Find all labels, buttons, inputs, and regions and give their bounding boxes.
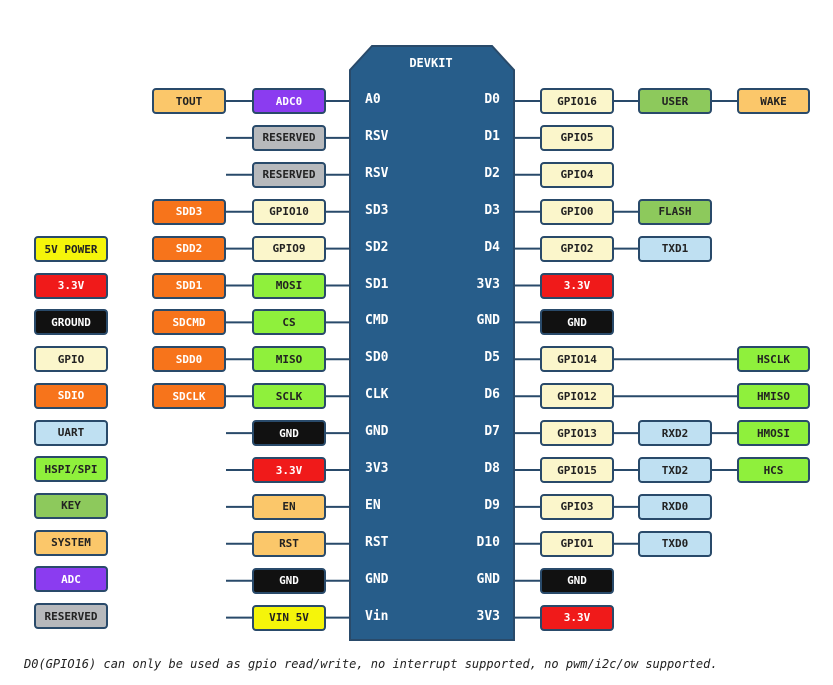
label-hmiso: HMISO bbox=[737, 383, 810, 410]
pin-right-d5: D5 bbox=[484, 350, 500, 366]
pin-left-gnd: GND bbox=[365, 424, 389, 440]
pin-right-d7: D7 bbox=[484, 424, 500, 440]
pin-left-cmd: CMD bbox=[365, 313, 389, 329]
label-gpio16: GPIO16 bbox=[540, 88, 614, 114]
label-sdclk: SDCLK bbox=[152, 383, 226, 410]
pin-right-3v3: 3V3 bbox=[476, 608, 500, 624]
label-rxd0: RXD0 bbox=[638, 493, 712, 520]
pin-left-sd3: SD3 bbox=[365, 202, 389, 218]
label-gpio4: GPIO4 bbox=[540, 161, 614, 188]
legend-sdio: SDIO bbox=[34, 382, 108, 409]
pin-left-rsv: RSV bbox=[365, 165, 389, 181]
label-3-3v: 3.3V bbox=[252, 457, 326, 483]
pin-left-sd1: SD1 bbox=[365, 276, 389, 292]
legend-adc: ADC bbox=[34, 566, 108, 593]
label-gnd: GND bbox=[252, 567, 326, 594]
pin-left-clk: CLK bbox=[365, 387, 389, 403]
pin-left-sd2: SD2 bbox=[365, 239, 389, 255]
label-txd1: TXD1 bbox=[638, 235, 712, 262]
label-gnd: GND bbox=[540, 567, 614, 594]
label-gpio5: GPIO5 bbox=[540, 124, 614, 151]
pin-left-gnd: GND bbox=[365, 571, 389, 587]
pin-right-gnd: GND bbox=[476, 571, 500, 587]
label-hsclk: HSCLK bbox=[737, 346, 810, 373]
pin-left-rsv: RSV bbox=[365, 128, 389, 144]
label-gpio13: GPIO13 bbox=[540, 420, 614, 447]
label-gpio3: GPIO3 bbox=[540, 493, 614, 520]
label-gnd: GND bbox=[540, 309, 614, 336]
legend-3-3v: 3.3V bbox=[34, 272, 108, 299]
pin-left-sd0: SD0 bbox=[365, 350, 389, 366]
pin-left-3v3: 3V3 bbox=[365, 461, 389, 476]
label-gpio0: GPIO0 bbox=[540, 198, 614, 225]
label-cs: CS bbox=[252, 309, 326, 336]
pin-left-vin: Vin bbox=[365, 608, 389, 624]
label-rst: RST bbox=[252, 530, 326, 557]
label-en: EN bbox=[252, 493, 326, 520]
pin-left-rst: RST bbox=[365, 534, 389, 550]
pin-left-a0: A0 bbox=[365, 92, 381, 107]
label-gpio14: GPIO14 bbox=[540, 346, 614, 373]
pin-right-3v3: 3V3 bbox=[476, 276, 500, 292]
label-sdd2: SDD2 bbox=[152, 235, 226, 262]
label-sclk: SCLK bbox=[252, 383, 326, 410]
pin-right-d10: D10 bbox=[476, 534, 500, 550]
label-gpio15: GPIO15 bbox=[540, 457, 614, 483]
label-rxd2: RXD2 bbox=[638, 420, 712, 447]
label-reserved: RESERVED bbox=[252, 161, 326, 188]
pin-right-d9: D9 bbox=[484, 497, 500, 513]
legend-uart: UART bbox=[34, 419, 108, 446]
legend-reserved: RESERVED bbox=[34, 603, 108, 629]
legend-key: KEY bbox=[34, 492, 108, 519]
legend-system: SYSTEM bbox=[34, 529, 108, 556]
legend-5v-power: 5V POWER bbox=[34, 236, 108, 262]
label-sdd0: SDD0 bbox=[152, 346, 226, 373]
pin-right-d6: D6 bbox=[484, 387, 500, 403]
label-3-3v: 3.3V bbox=[540, 604, 614, 631]
label-gpio9: GPIO9 bbox=[252, 235, 326, 262]
legend-gpio: GPIO bbox=[34, 346, 108, 373]
label-sdcmd: SDCMD bbox=[152, 309, 226, 336]
label-mosi: MOSI bbox=[252, 272, 326, 299]
label-hmosi: HMOSI bbox=[737, 420, 810, 447]
label-user: USER bbox=[638, 88, 712, 114]
label-3-3v: 3.3V bbox=[540, 272, 614, 299]
label-txd0: TXD0 bbox=[638, 530, 712, 557]
pin-right-d4: D4 bbox=[484, 239, 500, 255]
label-vin-5v: VIN 5V bbox=[252, 604, 326, 631]
legend-ground: GROUND bbox=[34, 309, 108, 336]
label-hcs: HCS bbox=[737, 457, 810, 483]
pin-right-d3: D3 bbox=[484, 202, 500, 218]
pin-right-d1: D1 bbox=[484, 128, 500, 144]
label-flash: FLASH bbox=[638, 198, 712, 225]
label-tout: TOUT bbox=[152, 88, 226, 114]
pin-left-en: EN bbox=[365, 497, 381, 513]
pin-right-gnd: GND bbox=[476, 313, 500, 329]
label-gpio12: GPIO12 bbox=[540, 383, 614, 410]
label-txd2: TXD2 bbox=[638, 457, 712, 483]
pin-right-d0: D0 bbox=[484, 92, 500, 107]
label-sdd3: SDD3 bbox=[152, 198, 226, 225]
devkit-board bbox=[349, 45, 515, 641]
label-wake: WAKE bbox=[737, 88, 810, 114]
label-gpio10: GPIO10 bbox=[252, 198, 326, 225]
footnote: D0(GPIO16) can only be used as gpio read… bbox=[24, 657, 718, 671]
board-title: DEVKIT bbox=[409, 56, 453, 70]
label-sdd1: SDD1 bbox=[152, 272, 226, 299]
label-reserved: RESERVED bbox=[252, 124, 326, 151]
label-gpio1: GPIO1 bbox=[540, 530, 614, 557]
legend-hspi-spi: HSPI/SPI bbox=[34, 456, 108, 483]
pin-right-d2: D2 bbox=[484, 165, 500, 181]
label-gnd: GND bbox=[252, 420, 326, 447]
label-adc0: ADC0 bbox=[252, 88, 326, 114]
label-miso: MISO bbox=[252, 346, 326, 373]
pin-right-d8: D8 bbox=[484, 461, 500, 476]
label-gpio2: GPIO2 bbox=[540, 235, 614, 262]
